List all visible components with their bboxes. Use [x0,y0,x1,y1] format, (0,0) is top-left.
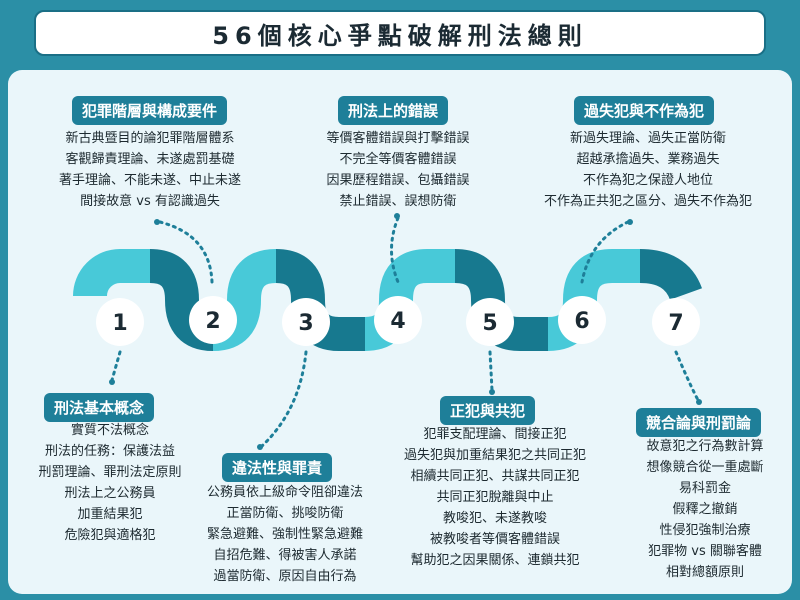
step-circle-4 [374,296,422,344]
connector-6 [580,220,630,284]
section-list-7: 故意犯之行為數計算 想像競合從一重處斷 易科罰金 假釋之撤銷 性侵犯強制治療 犯… [620,436,790,583]
list-item: 刑罰理論、罪刑法定原則 [38,465,182,480]
list-item: 過失犯與加重結果犯之共同正犯 [403,448,586,463]
section-list-6: 新過失理論、過失正當防衛 超越承擔過失、業務過失 不作為犯之保證人地位 不作為正… [528,128,768,212]
list-item: 想像競合從一重處斷 [646,460,764,475]
connector-1 [110,350,122,382]
step-number-6: 6 [574,309,589,334]
list-item: 著手理論、不能未遂、中止未遂 [58,173,241,188]
list-item: 不作為正共犯之區分、過失不作為犯 [543,194,752,209]
list-item: 教唆犯、未遂教唆 [442,511,547,526]
list-item: 共同正犯脫離與中止 [436,490,554,505]
section-heading-5: 正犯與共犯 [440,396,536,425]
list-item: 自招危難、得被害人承諾 [213,548,357,563]
list-item: 幫助犯之因果關係、連鎖共犯 [410,553,580,568]
connector-dot-7 [696,399,702,405]
step-number-7: 7 [668,311,683,336]
list-item: 性侵犯強制治療 [659,523,751,538]
list-item: 因果歷程錯誤、包攝錯誤 [326,173,470,188]
list-item: 易科罰金 [678,481,731,496]
list-item: 不完全等價客體錯誤 [339,152,457,167]
list-item: 犯罪支配理論、間接正犯 [423,427,567,442]
connector-dot-2 [154,219,160,225]
list-item: 假釋之撤銷 [672,502,738,517]
list-item: 間接故意 vs 有認識過失 [80,194,220,209]
section-list-4: 等價客體錯誤與打擊錯誤 不完全等價客體錯誤 因果歷程錯誤、包攝錯誤 禁止錯誤、誤… [298,128,498,212]
list-item: 正當防衛、挑唆防衛 [226,506,344,521]
connector-4 [390,216,400,284]
list-item: 等價客體錯誤與打擊錯誤 [326,131,470,146]
section-heading-1: 刑法基本概念 [44,393,155,422]
section-list-5: 犯罪支配理論、間接正犯 過失犯與加重結果犯之共同正犯 相續共同正犯、共謀共同正犯… [390,424,600,571]
step-number-3: 3 [298,311,313,336]
list-item: 公務員依上級命令阻卻違法 [206,485,363,500]
list-item: 實質不法概念 [70,423,149,438]
step-circle-6 [558,296,606,344]
list-item: 被教唆者等價客體錯誤 [429,532,560,547]
step-circle-3 [282,298,330,346]
step-number-5: 5 [482,311,497,336]
connector-dot-3 [257,444,263,450]
step-circle-2 [189,296,237,344]
list-item: 新古典暨目的論犯罪階層體系 [65,131,235,146]
connector-dot-4 [394,213,400,219]
list-item: 加重結果犯 [77,507,143,522]
list-item: 新過失理論、過失正當防衛 [569,131,726,146]
list-item: 犯罪物 vs 關聯客體 [648,544,762,559]
list-item: 刑法上之公務員 [64,486,156,501]
connector-2 [158,220,214,284]
page-title: 56個核心爭點破解刑法總則 [34,10,766,56]
list-item: 客觀歸責理論、未遂處罰基礎 [65,152,235,167]
section-heading-7: 競合論與刑罰論 [636,408,762,437]
list-item: 故意犯之行為數計算 [646,439,764,454]
connector-dot-1 [109,379,115,385]
list-item: 相續共同正犯、共謀共同正犯 [410,469,580,484]
list-item: 相對總額原則 [665,565,744,580]
section-heading-3: 違法性與罪責 [222,453,333,482]
section-heading-4: 刑法上的錯誤 [338,96,449,125]
list-item: 超越承擔過失、業務過失 [576,152,720,167]
section-list-3: 公務員依上級命令阻卻違法 正當防衛、挑唆防衛 緊急避難、強制性緊急避難 自招危難… [180,482,390,587]
step-number-1: 1 [112,311,127,336]
connector-dot-5 [489,389,495,395]
section-heading-6: 過失犯與不作為犯 [574,96,715,125]
list-item: 禁止錯誤、誤想防衛 [339,194,457,209]
wave-segment-1 [73,249,150,298]
connector-3 [260,350,308,448]
step-circle-5 [466,298,514,346]
list-item: 刑法的任務：保護法益 [44,444,175,459]
wave-segment-7 [639,249,703,301]
step-circle-1 [96,298,144,346]
section-list-2: 新古典暨目的論犯罪階層體系 客觀歸責理論、未遂處罰基礎 著手理論、不能未遂、中止… [40,128,260,212]
list-item: 緊急避難、強制性緊急避難 [206,527,363,542]
step-circle-7 [652,298,700,346]
list-item: 不作為犯之保證人地位 [582,173,713,188]
step-number-2: 2 [205,309,220,334]
step-number-4: 4 [390,309,405,334]
connector-7 [674,350,700,402]
connector-5 [488,350,494,392]
section-heading-2: 犯罪階層與構成要件 [72,96,228,125]
list-item: 危險犯與適格犯 [64,528,156,543]
connector-dot-6 [627,219,633,225]
section-list-1: 實質不法概念 刑法的任務：保護法益 刑罰理論、罪刑法定原則 刑法上之公務員 加重… [10,420,210,546]
list-item: 過當防衛、原因自由行為 [213,569,357,584]
